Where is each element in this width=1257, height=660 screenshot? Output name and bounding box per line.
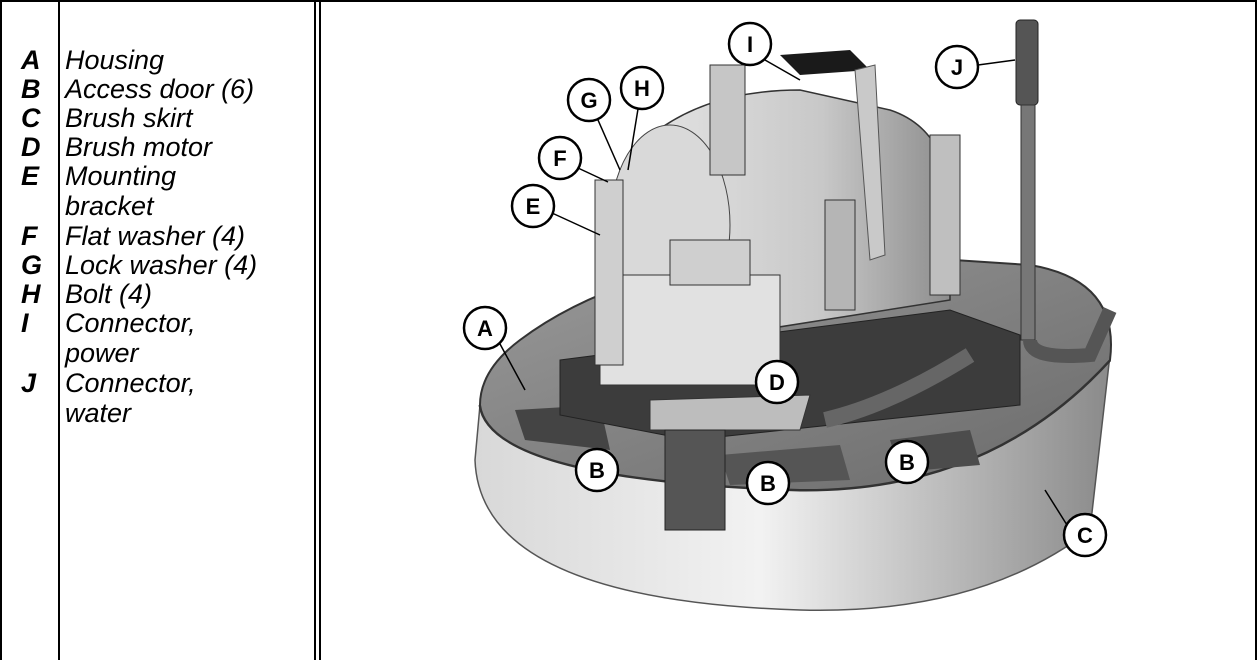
legend-key: B xyxy=(21,74,41,104)
legend-label: Mounting bracket xyxy=(65,161,177,221)
callout-d: D xyxy=(754,359,800,405)
double-divider-2 xyxy=(319,0,321,660)
legend-label: Housing xyxy=(65,45,165,75)
legend-key: J xyxy=(21,368,37,398)
callout-f: F xyxy=(537,135,609,183)
legend-label: Connector, water xyxy=(65,368,196,428)
right-border xyxy=(1255,0,1257,660)
callout-b-label: B xyxy=(899,450,915,475)
callout-f-label: F xyxy=(553,146,566,171)
callout-i-label: I xyxy=(747,32,753,57)
legend-key: D xyxy=(21,132,41,162)
legend-key: C xyxy=(21,103,41,133)
callout-b-left: B xyxy=(574,447,620,493)
legend-key: E xyxy=(21,161,40,191)
callout-g: G xyxy=(566,77,621,171)
callout-c-label: C xyxy=(1077,523,1093,548)
callout-h-label: H xyxy=(634,76,650,101)
callout-g-label: G xyxy=(580,88,597,113)
callout-b-right: B xyxy=(884,439,930,485)
water-hose xyxy=(823,19,1117,428)
callout-j: J xyxy=(934,44,1016,90)
callout-e: E xyxy=(510,183,601,236)
legend-label: Access door (6) xyxy=(65,74,255,104)
callout-i: I xyxy=(727,21,801,81)
double-divider-1 xyxy=(314,0,316,660)
callout-b-center: B xyxy=(745,460,791,506)
legend-label: Brush motor xyxy=(65,132,213,162)
top-border xyxy=(0,0,1257,2)
legend-label: Connector, power xyxy=(65,308,196,368)
callout-a: A xyxy=(462,305,526,391)
legend-key: F xyxy=(21,221,38,251)
callout-e-label: E xyxy=(526,194,541,219)
callout-c: C xyxy=(1044,489,1108,558)
legend-label: Bolt (4) xyxy=(65,279,153,309)
legend-label: Flat washer (4) xyxy=(65,221,246,251)
legend-label: Lock washer (4) xyxy=(65,250,258,280)
brush-assembly-drawing: A B B B C D xyxy=(462,19,1117,612)
callout-h: H xyxy=(619,65,665,171)
callout-j-label: J xyxy=(951,55,963,80)
callout-b-label: B xyxy=(589,458,605,483)
left-border xyxy=(0,0,2,660)
legend-key: I xyxy=(21,308,29,338)
callout-d-label: D xyxy=(769,370,785,395)
legend-key: H xyxy=(21,279,41,309)
key-column-divider xyxy=(58,0,60,660)
legend-key: G xyxy=(21,250,43,280)
callout-a-label: A xyxy=(477,316,493,341)
callout-b-label: B xyxy=(760,471,776,496)
legend-key: A xyxy=(21,45,41,75)
brush-assembly-illustration: A B B B C D xyxy=(330,10,1248,660)
legend-label: Brush skirt xyxy=(65,103,193,133)
mounting-brackets xyxy=(594,64,961,366)
